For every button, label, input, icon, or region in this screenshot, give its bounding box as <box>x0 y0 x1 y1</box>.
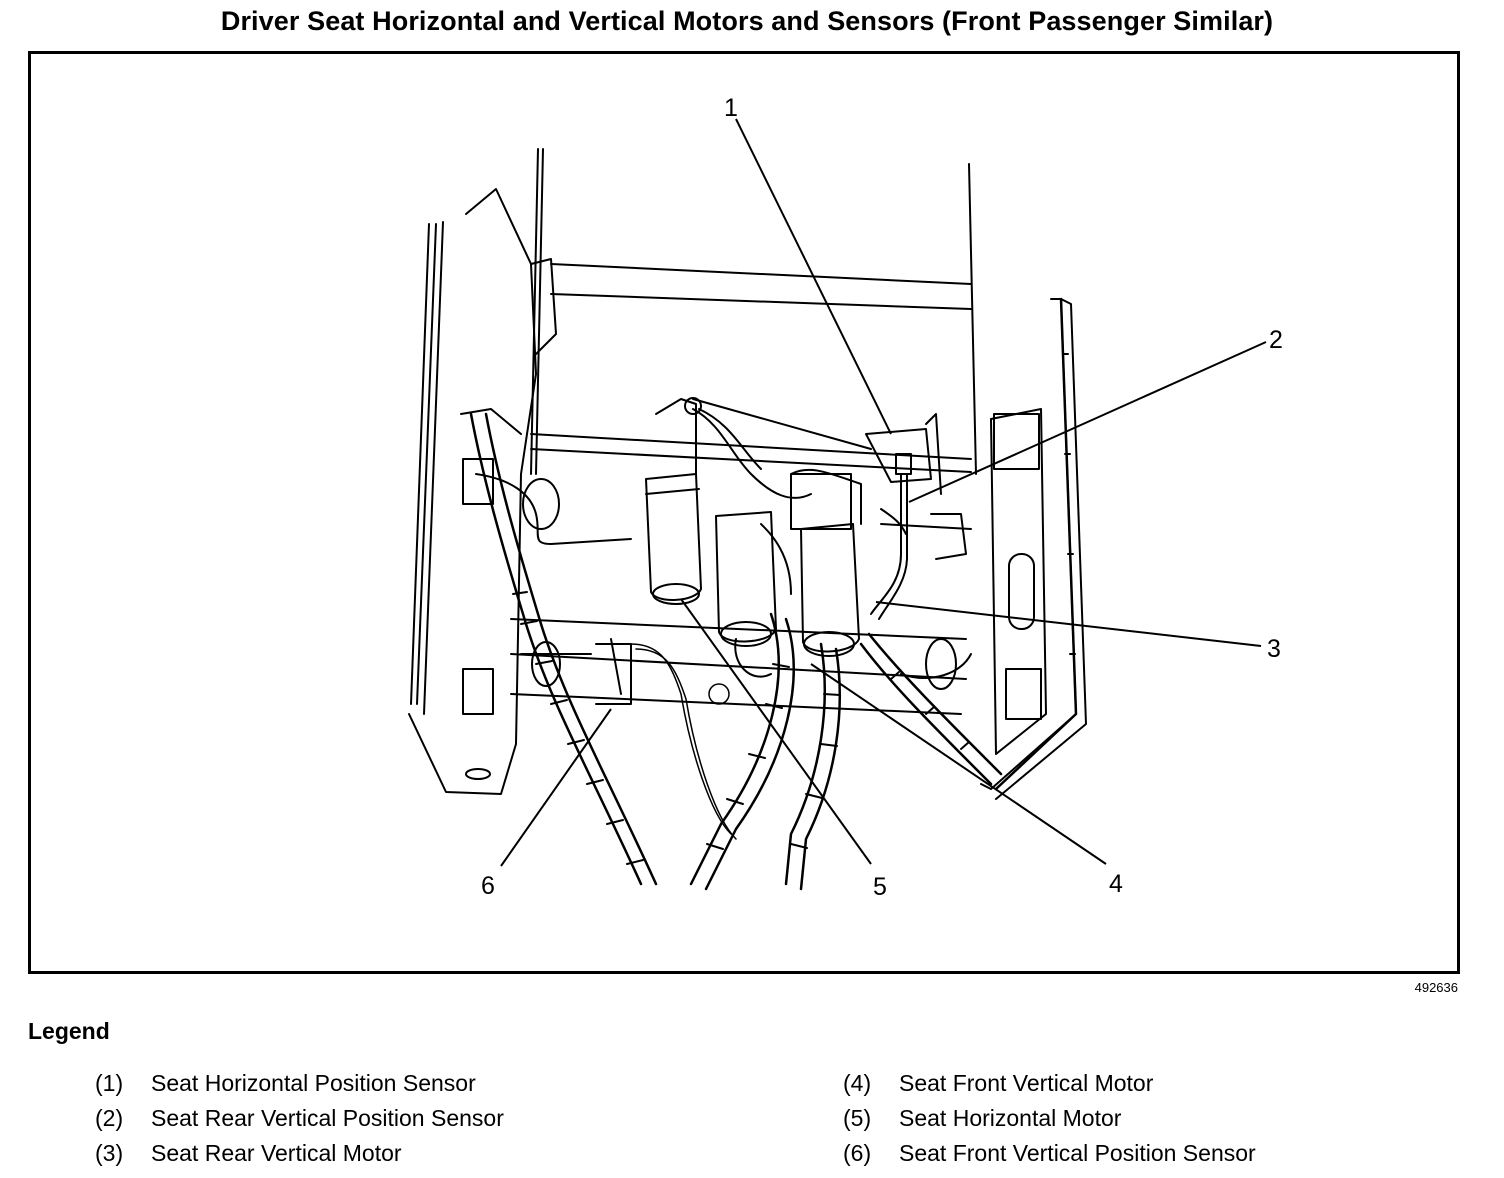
legend-item-number: (4) <box>843 1070 872 1096</box>
horizontal-position-sensor <box>865 413 942 495</box>
corrugated-conduit-left <box>469 297 1078 891</box>
lower-cross-tube <box>510 433 972 715</box>
callout-1: 1 <box>724 94 738 122</box>
legend-item-number: (1) <box>95 1070 124 1096</box>
callout-2: 2 <box>1269 326 1283 354</box>
legend-heading: Legend <box>28 1018 110 1044</box>
legend-item-label: Seat Horizontal Motor <box>899 1105 1122 1131</box>
legend-item: (2) Seat Rear Vertical Position Sensor <box>95 1105 504 1132</box>
leader-6 <box>500 708 612 867</box>
legend-item-number: (5) <box>843 1105 872 1131</box>
leader-1 <box>735 118 892 435</box>
legend-item-label: Seat Horizontal Position Sensor <box>151 1070 476 1096</box>
legend-item-label: Seat Front Vertical Motor <box>899 1070 1154 1096</box>
legend-item-label: Seat Rear Vertical Position Sensor <box>151 1105 504 1131</box>
conduit-ribs <box>512 353 1076 865</box>
legend-item-number: (6) <box>843 1140 872 1166</box>
front-vertical-motor <box>715 511 792 678</box>
callout-3: 3 <box>1267 635 1281 663</box>
legend-item: (1) Seat Horizontal Position Sensor <box>95 1070 476 1097</box>
legend-item-label: Seat Rear Vertical Motor <box>151 1140 402 1166</box>
leader-4 <box>810 663 1107 865</box>
leader-2 <box>908 341 1267 503</box>
seat-mechanism-illustration: 1 2 3 4 5 6 <box>408 94 1283 901</box>
rear-vertical-motor <box>790 468 862 657</box>
figure-id: 492636 <box>1414 980 1458 995</box>
horizontal-motor <box>645 397 702 605</box>
legend-item-number: (3) <box>95 1140 124 1166</box>
legend-item: (3) Seat Rear Vertical Motor <box>95 1140 402 1167</box>
leader-3 <box>875 601 1262 647</box>
callout-6: 6 <box>481 872 495 900</box>
legend-item: (6) Seat Front Vertical Position Sensor <box>843 1140 1256 1167</box>
diagram-frame: 1 2 3 4 5 6 <box>28 51 1460 974</box>
callout-4: 4 <box>1109 870 1123 898</box>
wiring-harness <box>692 398 908 620</box>
left-seat-rail <box>408 148 557 795</box>
legend-item-label: Seat Front Vertical Position Sensor <box>899 1140 1256 1166</box>
callout-5: 5 <box>873 873 887 901</box>
legend-item-number: (2) <box>95 1105 124 1131</box>
drive-cables <box>475 473 972 705</box>
legend-item: (4) Seat Front Vertical Motor <box>843 1070 1153 1097</box>
sensor-wires <box>630 643 737 840</box>
top-cross-tube <box>550 163 977 475</box>
legend-item: (5) Seat Horizontal Motor <box>843 1105 1121 1132</box>
leader-5 <box>680 598 872 865</box>
callout-leaders <box>500 118 1267 867</box>
diagram-title: Driver Seat Horizontal and Vertical Moto… <box>220 6 1274 36</box>
